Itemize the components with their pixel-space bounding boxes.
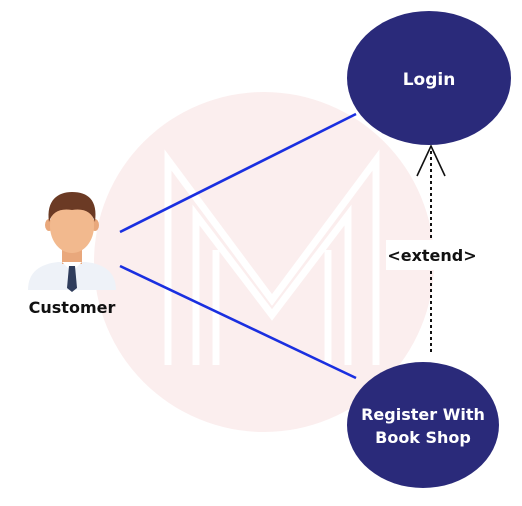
- use-case-register-label-line1: Register With: [361, 405, 485, 424]
- actor-tie: [67, 266, 77, 292]
- extend-label: <extend>: [387, 246, 476, 265]
- extend-label-bg: [386, 240, 478, 270]
- association-line-login: [119, 112, 357, 234]
- watermark: [94, 92, 434, 432]
- use-case-register-label-line2: Book Shop: [375, 428, 471, 447]
- actor-face: [50, 199, 94, 253]
- association-line-register: [119, 264, 357, 380]
- extend-arrowhead: [416, 144, 446, 177]
- use-case-login-label: Login: [403, 70, 456, 90]
- use-case-register[interactable]: Register With Book Shop: [347, 362, 499, 488]
- use-case-login-ellipse: [347, 11, 511, 145]
- customer-label: Customer: [29, 298, 116, 317]
- use-case-login[interactable]: Login: [347, 11, 511, 145]
- customer-actor-icon: [28, 192, 116, 292]
- actor-hair: [48, 192, 96, 222]
- use-case-register-ellipse: [347, 362, 499, 488]
- watermark-letter-m: [164, 149, 380, 365]
